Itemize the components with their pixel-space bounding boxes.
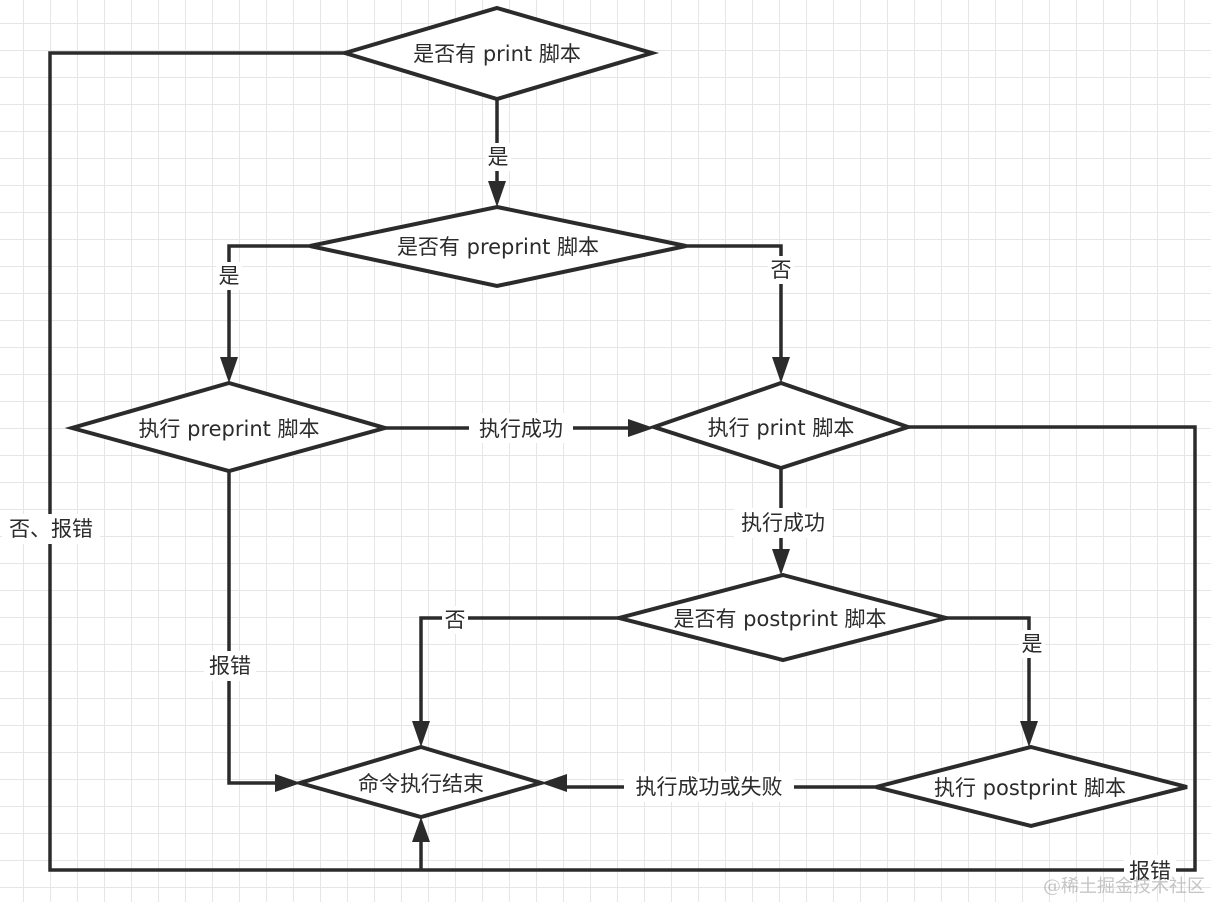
watermark: @稀土掘金技术社区 [1043,876,1205,897]
arrowhead-has-preprint [488,181,506,207]
node-run-postprint-label: 执行 postprint 脚本 [934,776,1126,800]
edge-label-has-postprint-no: 否 [445,608,466,632]
edge-label-has-print-no-error: 否、报错 [9,517,93,541]
edge-label-has-preprint-yes: 是 [219,264,240,288]
edge-has-postprint-no [419,616,619,726]
arrowhead-end-right [541,774,567,792]
edge-has-print-no [48,51,1197,872]
edge-has-preprint-yes [227,244,310,362]
node-has-print-label: 是否有 print 脚本 [413,42,581,66]
edge-label-has-print-yes: 是 [488,145,509,169]
node-end[interactable]: 命令执行结束 [292,744,549,820]
node-run-print-label: 执行 print 脚本 [708,416,855,440]
edge-has-preprint-no [686,244,783,362]
node-run-preprint[interactable]: 执行 preprint 脚本 [64,380,393,474]
edge-label-has-preprint-no: 否 [771,258,792,282]
node-has-postprint[interactable]: 是否有 postprint 脚本 [611,572,954,663]
node-run-print[interactable]: 执行 print 脚本 [647,380,915,471]
arrowhead-run-preprint [220,357,238,383]
arrowhead-has-postprint [772,549,790,575]
node-has-postprint-label: 是否有 postprint 脚本 [673,607,886,631]
node-has-preprint-label: 是否有 preprint 脚本 [397,235,599,259]
edge-has-postprint-yes [946,616,1031,726]
arrowhead-run-print-left [628,419,654,437]
arrowhead-end-bottom [412,817,430,842]
edge-label-preprint-success: 执行成功 [479,417,563,441]
node-end-label: 命令执行结束 [358,772,484,796]
node-has-preprint[interactable]: 是否有 preprint 脚本 [309,204,687,289]
arrowhead-end-left [275,774,301,792]
edge-label-print-success: 执行成功 [741,511,825,535]
node-has-print[interactable]: 是否有 print 脚本 [338,5,660,102]
edge-label-has-postprint-yes: 是 [1022,632,1043,656]
edge-label-print-error: 报错 [1129,859,1171,883]
node-run-postprint[interactable]: 执行 postprint 脚本 [875,744,1188,829]
arrowhead-end-top [412,721,430,747]
edge-label-postprint-done: 执行成功或失败 [636,775,783,799]
edge-label-preprint-error: 报错 [209,654,251,678]
arrowhead-run-postprint [1020,721,1038,747]
edge-preprint-error [227,471,280,785]
arrowhead-run-print-top [772,357,790,383]
node-run-preprint-label: 执行 preprint 脚本 [138,417,319,441]
